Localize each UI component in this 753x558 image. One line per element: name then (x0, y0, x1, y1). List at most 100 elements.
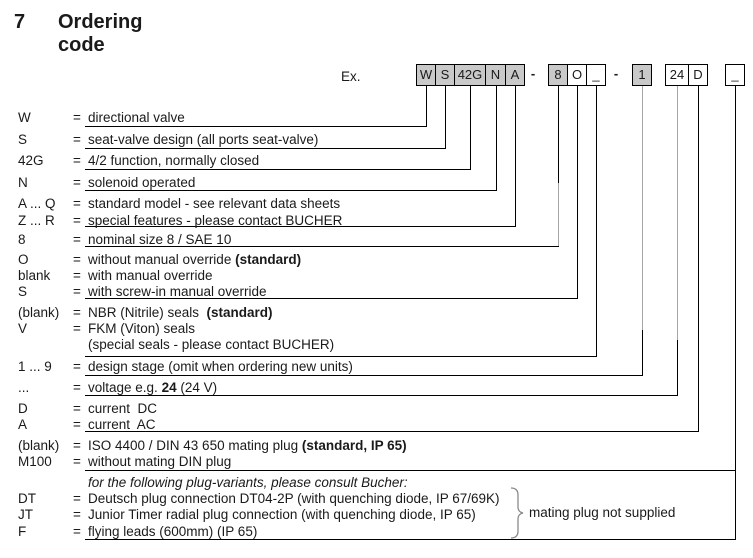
leader-line (698, 86, 699, 431)
code-box-24: 24 (665, 64, 689, 86)
row-description: special features - please contact BUCHER (88, 213, 343, 228)
row-description: standard model - see relevant data sheet… (88, 196, 341, 211)
underline-connector (85, 126, 427, 127)
row-equals: = (73, 491, 81, 506)
row-code: D (18, 401, 28, 416)
row-code: 1 ... 9 (18, 359, 52, 374)
row-equals: = (73, 232, 81, 247)
row-code: A (18, 417, 28, 432)
row-description: seat-valve design (all ports seat-valve) (88, 132, 319, 147)
row-description: Deutsch plug connection DT04-2P (with qu… (88, 491, 500, 506)
underline-connector (85, 148, 446, 149)
row-code: W (18, 110, 31, 125)
row-description: current AC (88, 417, 156, 432)
leader-line (596, 86, 597, 356)
code-row: M100=without mating DIN plug (0, 454, 753, 470)
row-code: 42G (18, 153, 44, 168)
underline-connector (85, 470, 736, 471)
row-code: A ... Q (18, 196, 56, 211)
row-code: V (18, 321, 28, 336)
row-code: JT (18, 507, 33, 522)
code-box-D: D (688, 64, 708, 86)
code-row: S=seat-valve design (all ports seat-valv… (0, 132, 753, 148)
separator-dash: - (530, 66, 536, 81)
leader-line (558, 86, 559, 183)
underline-connector (85, 169, 471, 170)
row-equals: = (73, 213, 81, 228)
row-description: current DC (88, 401, 158, 416)
code-row: 8 = nominal size 8 / SAE 10 (0, 232, 753, 248)
row-description: ISO 4400 / DIN 43 650 mating plug (stand… (88, 438, 407, 453)
underline-connector (85, 395, 678, 396)
code-row: A ... Q = standard model - see relevant da… (0, 196, 753, 212)
row-description: solenoid operated (88, 175, 196, 190)
row-code: (blank) (18, 305, 60, 320)
row-equals: = (73, 507, 81, 522)
code-row: DT = Deutsch plug connection DT04-2P (with… (0, 491, 753, 507)
leader-line (558, 183, 559, 246)
row-description: without manual override (standard) (88, 252, 302, 267)
leader-line (470, 86, 471, 169)
code-row: 42G = 4/2 function, normally closed (0, 153, 753, 169)
code-box-1: 1 (632, 64, 652, 86)
row-description: with screw-in manual override (88, 284, 267, 299)
row-description: 4/2 function, normally closed (88, 153, 260, 168)
row-description: with manual override (88, 268, 213, 283)
code-box-A: A (505, 64, 525, 86)
row-equals: = (73, 175, 81, 190)
row-code: Z ... R (18, 213, 55, 228)
underline-connector (85, 226, 516, 227)
row-equals: = (73, 196, 81, 211)
underline-connector (85, 539, 736, 540)
row-code: O (18, 252, 29, 267)
leader-line (735, 86, 736, 539)
row-equals: = (73, 454, 81, 469)
row-code: DT (18, 491, 36, 506)
code-box-8: 8 (548, 64, 568, 86)
code-row: S=with screw-in manual override (0, 284, 753, 300)
code-box-_: _ (586, 64, 606, 86)
underline-connector (85, 375, 643, 376)
row-code: ... (18, 380, 30, 395)
code-row: blank=with manual override (0, 268, 753, 284)
row-description: FKM (Viton) seals (88, 321, 196, 336)
leader-line (642, 86, 643, 330)
code-row: (blank)=NBR (Nitrile) seals (standard) (0, 305, 753, 321)
leader-line (642, 330, 643, 375)
row-equals: = (73, 438, 81, 453)
underline-connector (85, 356, 597, 357)
row-code: M100 (18, 454, 52, 469)
leader-line (577, 86, 578, 298)
underline-connector (85, 431, 699, 432)
code-row: F=flying leads (600mm) (IP 65) (0, 524, 753, 540)
code-row: 1 ... 9=design stage (omit when ordering… (0, 359, 753, 375)
code-row: for the following plug-variants, please … (0, 475, 753, 491)
leader-line (677, 340, 678, 395)
leader-line (426, 86, 427, 126)
row-code: blank (18, 268, 51, 283)
row-equals: = (73, 110, 81, 125)
row-code: S (18, 284, 28, 299)
underline-connector (85, 298, 578, 299)
row-equals: = (73, 401, 81, 416)
row-equals: = (73, 252, 81, 267)
row-code: F (18, 524, 27, 539)
code-box-42G: 42G (454, 64, 486, 86)
code-row: N=solenoid operated (0, 175, 753, 191)
row-code: 8 (18, 232, 26, 247)
row-description: nominal size 8 / SAE 10 (88, 232, 232, 247)
code-row: (special seals - please contact BUCHER) (0, 337, 753, 353)
code-box-S: S (435, 64, 455, 86)
row-equals: = (73, 321, 81, 336)
row-equals: = (73, 305, 81, 320)
code-box-O: O (567, 64, 587, 86)
code-box-_: _ (725, 64, 745, 86)
row-equals: = (73, 153, 81, 168)
code-row: Z ... R = special features - please contac… (0, 213, 753, 229)
leader-line (515, 86, 516, 226)
leader-line (445, 86, 446, 148)
row-description: Junior Timer radial plug connection (wit… (88, 507, 476, 522)
row-description: voltage e.g. 24 (24 V) (88, 380, 218, 395)
row-equals: = (73, 380, 81, 395)
